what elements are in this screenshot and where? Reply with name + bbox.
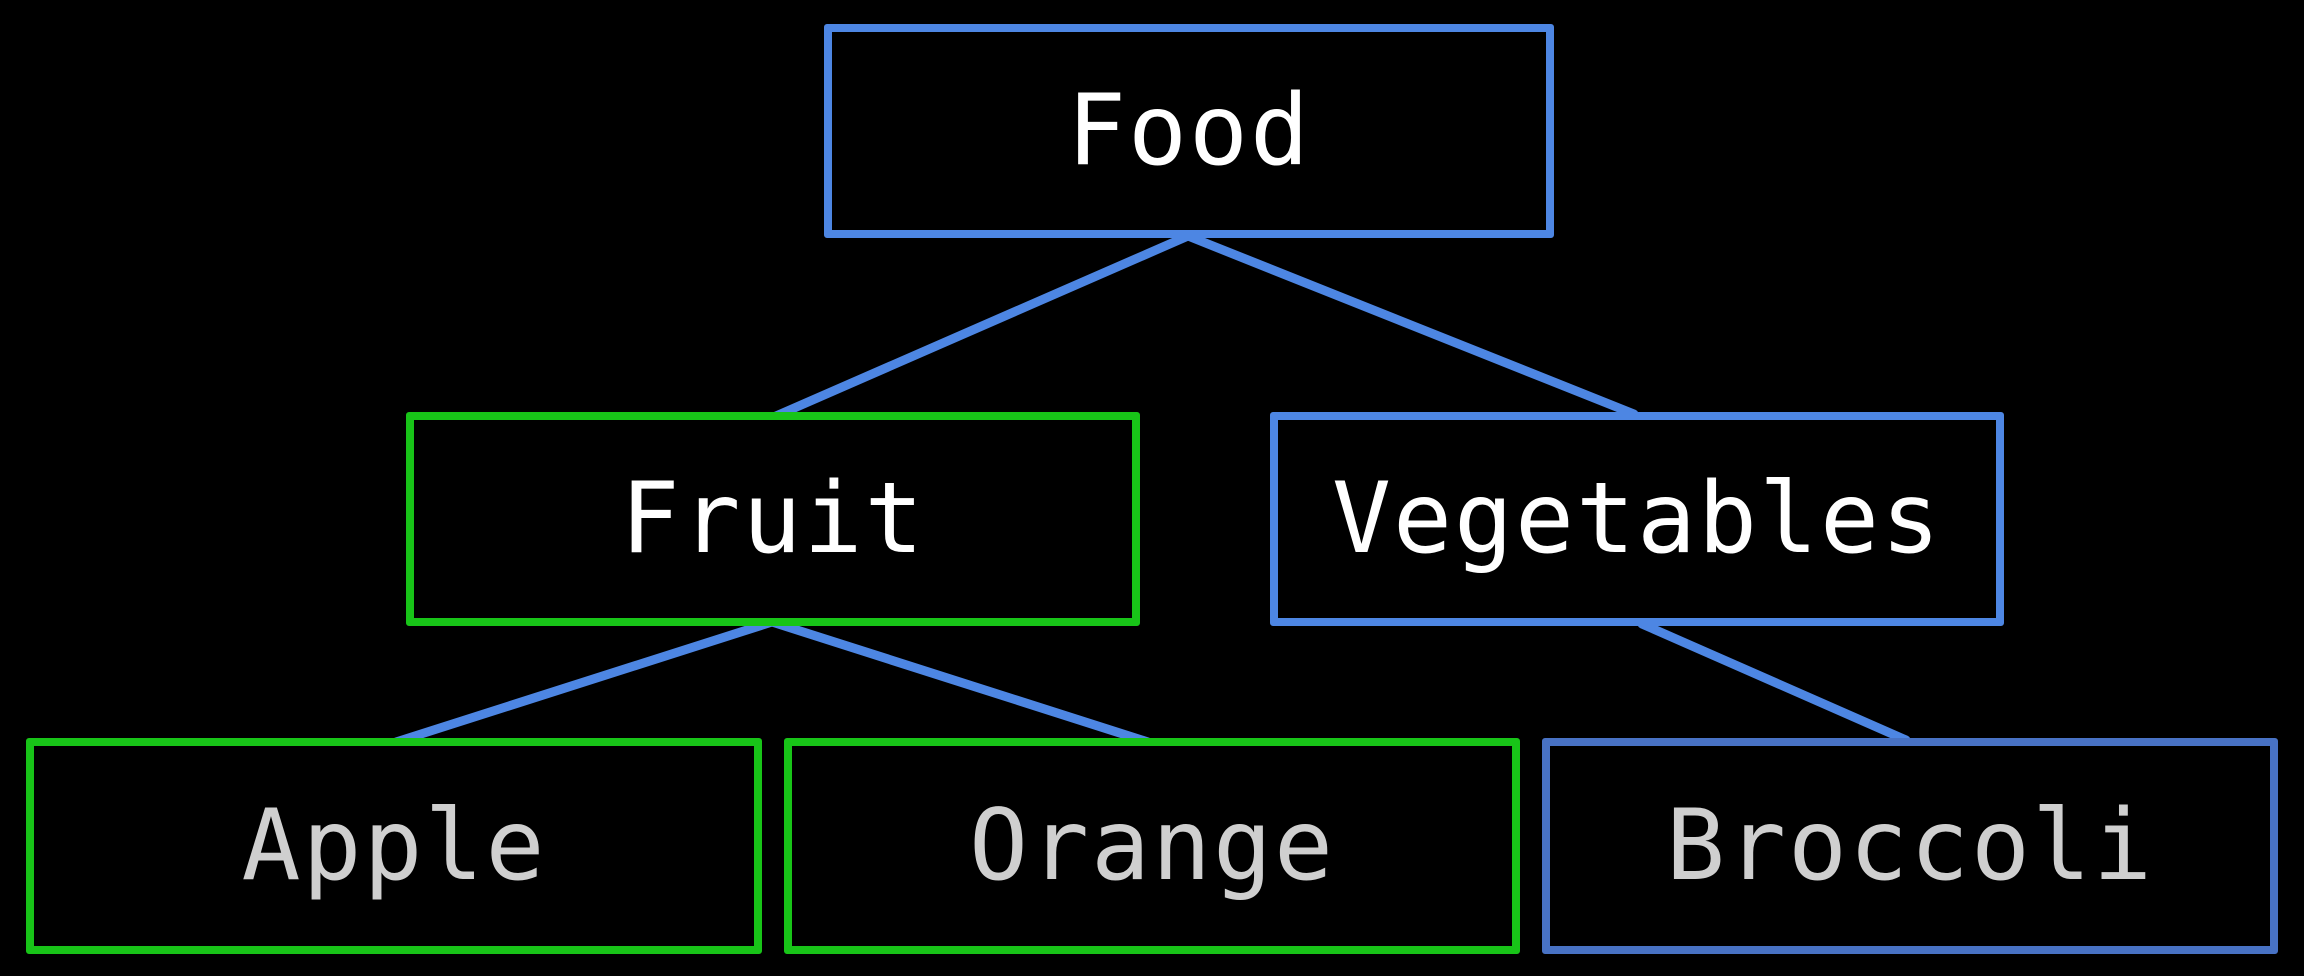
edge-food-fruit [771, 231, 1193, 421]
node-orange: Orange [784, 738, 1520, 954]
node-vegetables: Vegetables [1270, 412, 2004, 626]
node-apple: Apple [26, 738, 762, 954]
node-food: Food [824, 24, 1554, 238]
node-label-vegetables: Vegetables [1331, 462, 1942, 576]
node-label-broccoli: Broccoli [1665, 789, 2154, 903]
node-broccoli: Broccoli [1542, 738, 2278, 954]
edge-fruit-apple [391, 617, 777, 747]
node-label-fruit: Fruit [620, 462, 926, 576]
edge-fruit-orange [767, 617, 1153, 747]
node-label-apple: Apple [241, 789, 547, 903]
edge-vegetables-broccoli [1637, 619, 1911, 745]
node-fruit: Fruit [406, 412, 1140, 626]
node-label-food: Food [1066, 74, 1311, 188]
edge-food-vegetables [1183, 231, 1639, 419]
node-label-orange: Orange [968, 789, 1335, 903]
